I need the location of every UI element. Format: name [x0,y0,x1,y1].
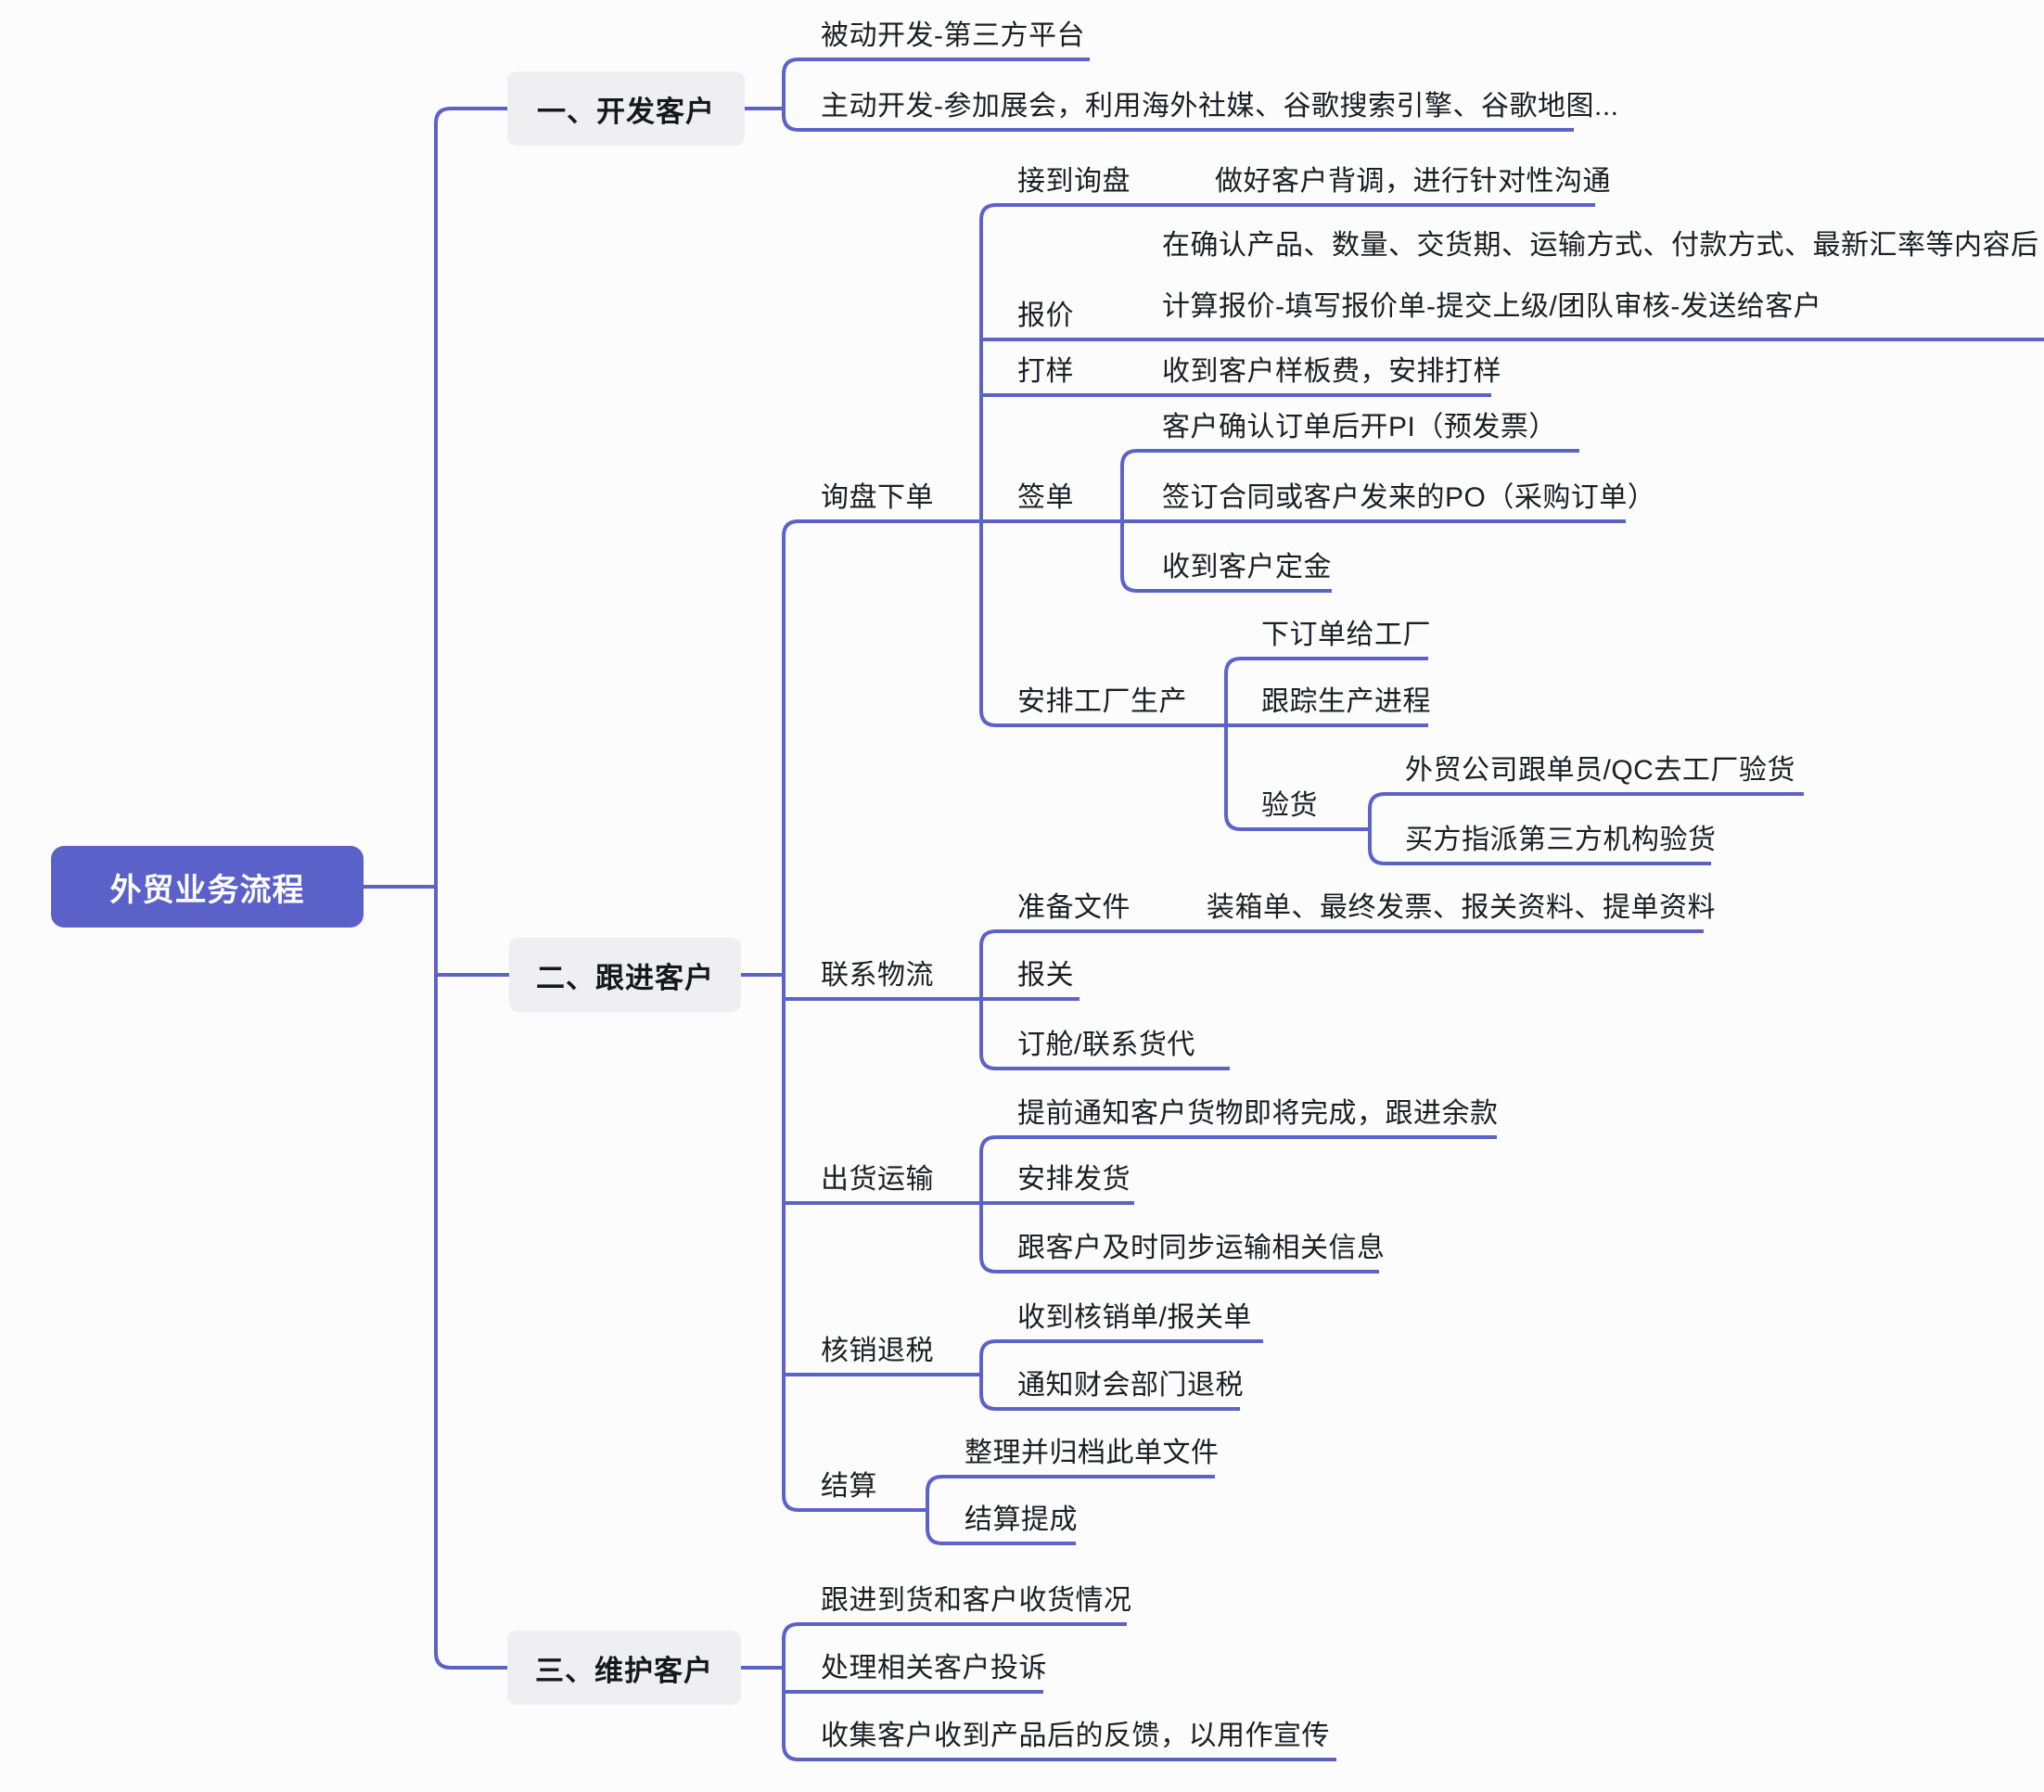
node-place-order-factory[interactable]: 下订单给工厂 [1241,614,1431,660]
connector-taxrefund-trunk [979,1339,998,1411]
node-third-party-inspection[interactable]: 买方指派第三方机构验货 [1385,819,1716,865]
node-notify-finance[interactable]: 通知财会部门退税 [996,1364,1244,1411]
node-contract-po[interactable]: 签订合同或客户发来的PO（采购订单） [1122,477,1655,523]
node-sampling[interactable]: 打样 [996,351,1162,397]
node-maintain-customers[interactable]: 三、维护客户 [507,1631,741,1705]
node-follow-arrival[interactable]: 跟进到货和客户收货情况 [798,1580,1131,1626]
node-active-develop[interactable]: 主动开发-参加展会，利用海外社媒、谷歌搜索引擎、谷歌地图... [798,85,1618,132]
connector-b1-trunk [782,58,800,132]
node-factory-production[interactable]: 安排工厂生产 [996,681,1226,727]
node-verification-forms[interactable]: 收到核销单/报关单 [996,1297,1263,1343]
node-handle-complaints[interactable]: 处理相关客户投诉 [798,1647,1047,1694]
node-quote[interactable]: 报价 [996,295,1122,341]
node-qc-inspection[interactable]: 外贸公司跟单员/QC去工厂验货 [1385,749,1804,796]
node-inspection[interactable]: 验货 [1241,785,1370,831]
node-booking-forwarder[interactable]: 订舱/联系货代 [996,1024,1230,1070]
node-contact-logistics[interactable]: 联系物流 [798,954,981,1001]
node-customs-declaration[interactable]: 报关 [981,954,1079,1001]
connector-inquiry-trunk [979,203,998,727]
node-arrange-shipment[interactable]: 安排发货 [981,1158,1134,1205]
quote-detail-line2: 计算报价-填写报价单-提交上级/团队审核-发送给客户 [1162,291,1822,322]
node-settlement[interactable]: 结算 [798,1466,927,1512]
node-prepare-documents[interactable]: 准备文件 [996,887,1170,933]
node-sampling-detail[interactable]: 收到客户样板费，安排打样 [1162,351,1501,397]
node-inquiry-order[interactable]: 询盘下单 [798,477,981,523]
node-develop-customers[interactable]: 一、开发客户 [507,71,745,146]
node-sign-order[interactable]: 签单 [981,477,1122,523]
connector-inspection-trunk [1368,792,1386,865]
connector-settlement-trunk [926,1475,944,1545]
node-customer-deposit[interactable]: 收到客户定金 [1137,546,1332,593]
node-shipping-transport[interactable]: 出货运输 [798,1158,981,1205]
node-proforma-invoice[interactable]: 客户确认订单后开PI（预发票） [1137,406,1579,453]
node-quote-detail[interactable]: 在确认产品、数量、交货期、运输方式、付款方式、最新汇率等内容后 计算报价-填写报… [1122,215,2044,341]
node-settle-commission[interactable]: 结算提成 [942,1499,1078,1545]
node-tax-refund[interactable]: 核销退税 [798,1330,981,1376]
root-topic[interactable]: 外贸业务流程 [51,846,364,928]
connector-main-trunk [434,107,509,1670]
node-document-list[interactable]: 装箱单、最终发票、报关资料、提单资料 [1170,887,1716,933]
quote-detail-line1: 在确认产品、数量、交货期、运输方式、付款方式、最新汇率等内容后 [1162,230,2039,261]
node-sync-shipping-info[interactable]: 跟客户及时同步运输相关信息 [996,1227,1385,1274]
node-background-check[interactable]: 做好客户背调，进行针对性沟通 [1173,160,1611,207]
node-collect-feedback[interactable]: 收集客户收到产品后的反馈，以用作宣传 [798,1715,1336,1761]
node-track-production[interactable]: 跟踪生产进程 [1226,681,1431,727]
node-receive-inquiry[interactable]: 接到询盘 [996,160,1173,207]
connector-b2-trunk [782,519,800,1512]
node-notify-balance[interactable]: 提前通知客户货物即将完成，跟进余款 [996,1093,1498,1139]
node-follow-up-customers[interactable]: 二、跟进客户 [509,938,741,1012]
node-passive-develop[interactable]: 被动开发-第三方平台 [798,15,1090,61]
connector-factory-trunk [1224,657,1243,831]
node-archive-files[interactable]: 整理并归档此单文件 [942,1432,1219,1478]
